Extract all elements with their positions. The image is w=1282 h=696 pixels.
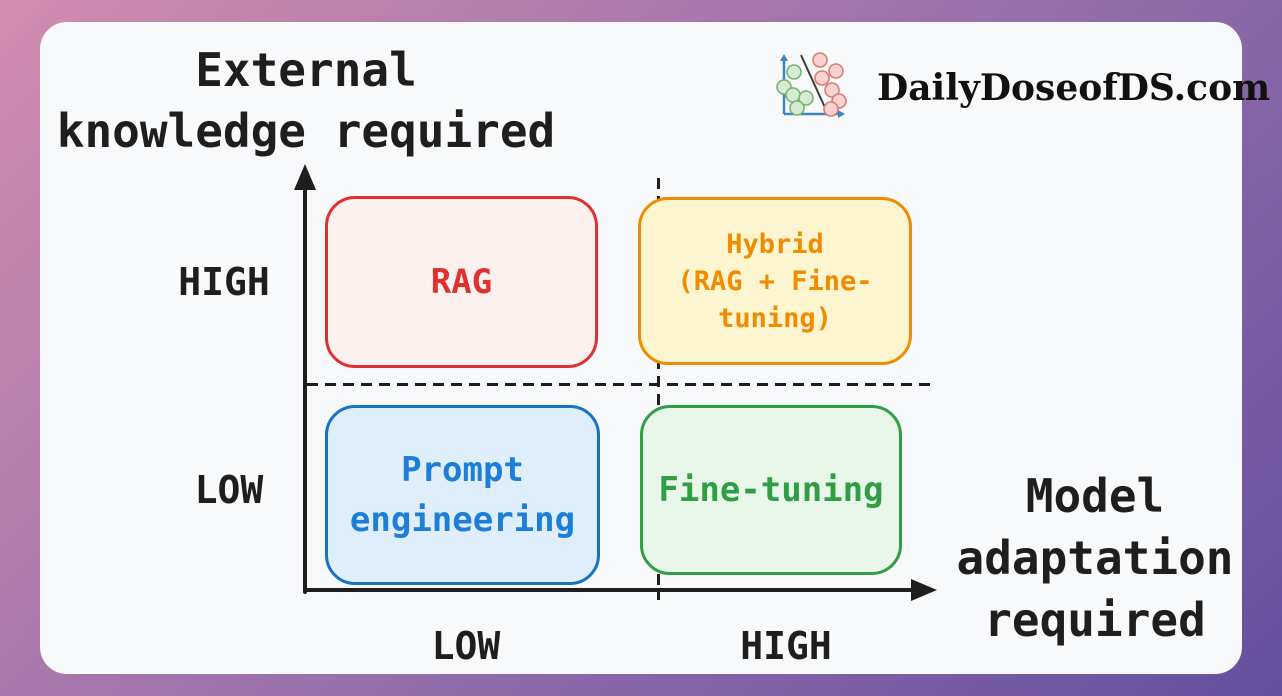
y-axis-line — [303, 186, 307, 594]
x-axis-low-label: LOW — [431, 624, 501, 668]
scatter-plot-icon — [773, 48, 853, 128]
x-axis-title-line: required — [984, 593, 1206, 647]
y-axis-high-label: HIGH — [178, 260, 270, 304]
diagram-card: External knowledge required — [40, 22, 1270, 674]
y-axis-title-line: External — [195, 43, 417, 97]
quadrant-prompt-engineering-label: Prompt engineering — [349, 450, 576, 540]
y-axis-title: External knowledge required — [46, 40, 566, 162]
horizontal-dashed-divider — [307, 383, 930, 386]
x-axis-line — [303, 588, 915, 592]
brand-text: DailyDoseofDS.com — [877, 67, 1271, 109]
quadrant-rag-label: RAG — [430, 262, 493, 302]
brand-logo: DailyDoseofDS.com — [773, 48, 1270, 128]
vertical-dashed-divider — [657, 178, 660, 600]
x-axis-title-line: Model — [1025, 469, 1165, 523]
y-axis-low-label: LOW — [194, 468, 264, 512]
x-axis-title-line: adaptation — [956, 531, 1234, 585]
quadrant-fine-tuning: Fine-tuning — [640, 405, 902, 575]
y-axis-arrow-icon — [294, 164, 316, 190]
x-axis-arrow-icon — [911, 579, 937, 601]
quadrant-prompt-engineering: Prompt engineering — [325, 405, 600, 585]
quadrant-hybrid-label: Hybrid (RAG + Fine- tuning) — [677, 228, 873, 334]
x-axis-title: Model adaptation required — [945, 465, 1245, 651]
quadrant-rag: RAG — [325, 196, 598, 368]
quadrant-hybrid: Hybrid (RAG + Fine- tuning) — [638, 197, 912, 365]
x-axis-high-label: HIGH — [740, 624, 832, 668]
y-axis-title-line: knowledge required — [56, 104, 556, 158]
quadrant-fine-tuning-label: Fine-tuning — [658, 470, 884, 510]
